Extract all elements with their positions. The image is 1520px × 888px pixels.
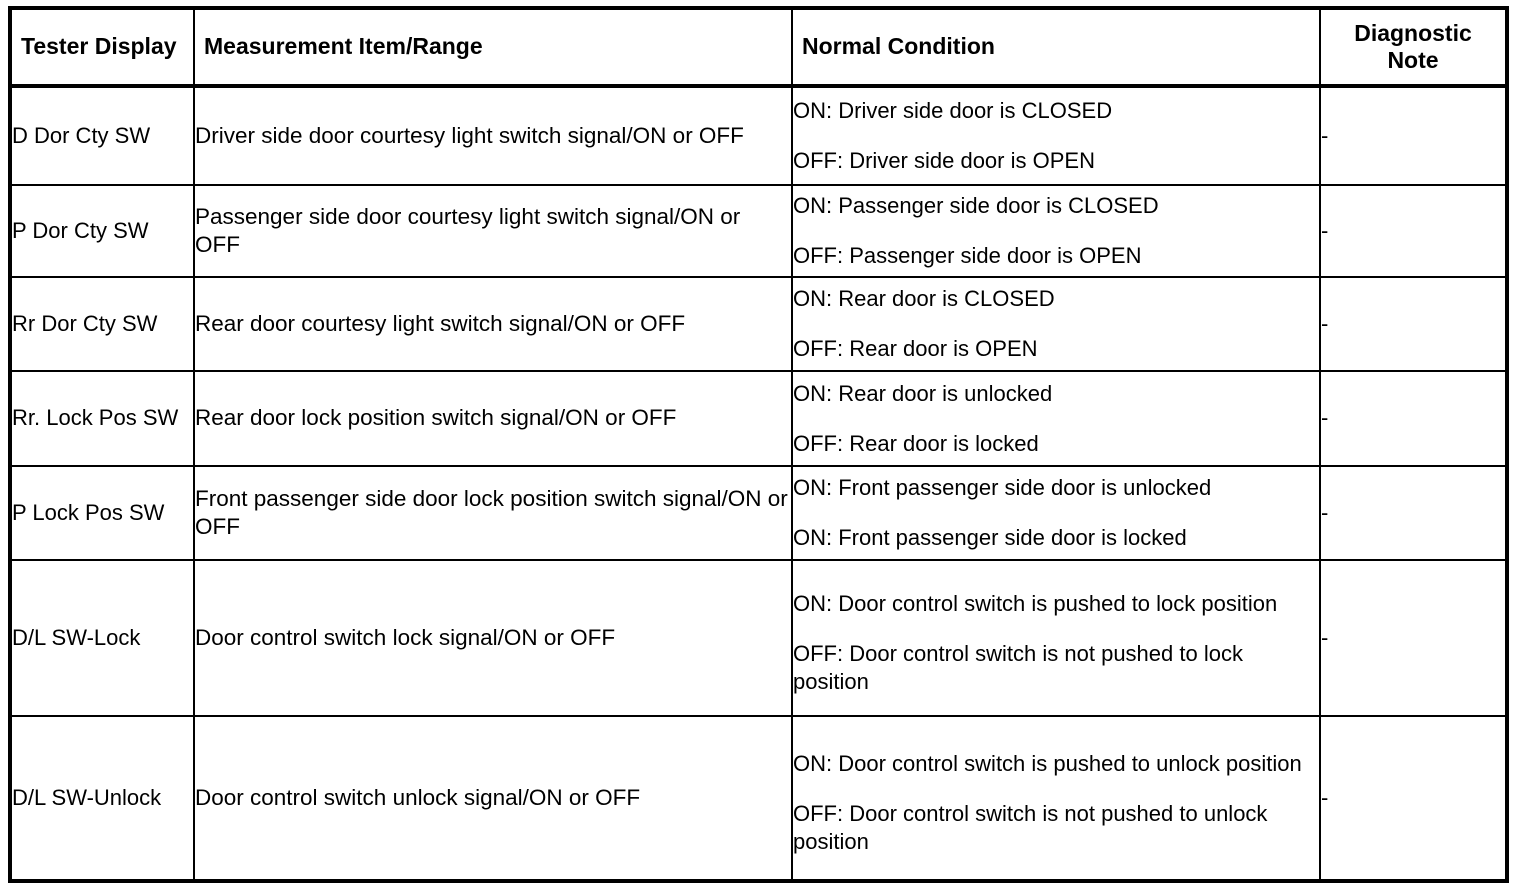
table-row: D/L SW-Lock Door control switch lock sig… bbox=[9, 559, 1508, 717]
cell-measurement-item: Driver side door courtesy light switch s… bbox=[193, 85, 793, 186]
normal-condition-line-off: OFF: Door control switch is not pushed t… bbox=[793, 641, 1243, 694]
normal-condition-line-on: ON: Rear door is CLOSED bbox=[793, 286, 1055, 312]
normal-condition-spacer bbox=[793, 618, 1319, 640]
cell-measurement-item: Rear door courtesy light switch signal/O… bbox=[193, 276, 793, 372]
cell-normal-condition: ON: Rear door is unlocked OFF: Rear door… bbox=[791, 370, 1321, 467]
normal-condition-line-off: OFF: Passenger side door is OPEN bbox=[793, 243, 1142, 268]
cell-normal-condition: ON: Rear door is CLOSED OFF: Rear door i… bbox=[791, 276, 1321, 372]
table-row: D Dor Cty SW Driver side door courtesy l… bbox=[9, 85, 1508, 186]
table-row: P Dor Cty SW Passenger side door courtes… bbox=[9, 184, 1508, 278]
cell-diagnostic-note: - bbox=[1319, 370, 1508, 467]
cell-measurement-item: Door control switch unlock signal/ON or … bbox=[193, 715, 793, 882]
cell-diagnostic-note: - bbox=[1319, 465, 1508, 561]
cell-tester-display: D Dor Cty SW bbox=[9, 85, 195, 186]
cell-measurement-item: Passenger side door courtesy light switc… bbox=[193, 184, 793, 278]
column-header-tester-display: Tester Display bbox=[9, 7, 195, 88]
table-body: D Dor Cty SW Driver side door courtesy l… bbox=[9, 85, 1508, 882]
column-header-measurement-item-range: Measurement Item/Range bbox=[193, 7, 793, 88]
normal-condition-spacer bbox=[793, 125, 1319, 147]
normal-condition-line-on: ON: Driver side door is CLOSED bbox=[793, 98, 1113, 124]
column-header-diagnostic-note: Diagnostic Note bbox=[1319, 7, 1508, 88]
cell-measurement-item: Door control switch lock signal/ON or OF… bbox=[193, 559, 793, 717]
table-row: D/L SW-Unlock Door control switch unlock… bbox=[9, 715, 1508, 882]
cell-normal-condition: ON: Door control switch is pushed to unl… bbox=[791, 715, 1321, 882]
normal-condition-line-off: OFF: Door control switch is not pushed t… bbox=[793, 801, 1268, 854]
normal-condition-line-on: ON: Passenger side door is CLOSED bbox=[793, 193, 1159, 219]
normal-condition-spacer bbox=[793, 408, 1319, 430]
normal-condition-spacer bbox=[793, 778, 1319, 800]
cell-diagnostic-note: - bbox=[1319, 715, 1508, 882]
table-row: P Lock Pos SW Front passenger side door … bbox=[9, 465, 1508, 561]
cell-normal-condition: ON: Door control switch is pushed to loc… bbox=[791, 559, 1321, 717]
normal-condition-line-on: ON: Rear door is unlocked bbox=[793, 380, 1053, 406]
tester-display-spec-table: Tester Display Measurement Item/Range No… bbox=[8, 6, 1509, 883]
cell-normal-condition: ON: Front passenger side door is unlocke… bbox=[791, 465, 1321, 561]
cell-diagnostic-note: - bbox=[1319, 85, 1508, 186]
normal-condition-line-on: ON: Door control switch is pushed to unl… bbox=[793, 751, 1302, 777]
cell-diagnostic-note: - bbox=[1319, 559, 1508, 717]
cell-tester-display: P Dor Cty SW bbox=[9, 184, 195, 278]
cell-normal-condition: ON: Passenger side door is CLOSED OFF: P… bbox=[791, 184, 1321, 278]
cell-tester-display: D/L SW-Unlock bbox=[9, 715, 195, 882]
column-header-normal-condition: Normal Condition bbox=[791, 7, 1321, 88]
cell-measurement-item: Rear door lock position switch signal/ON… bbox=[193, 370, 793, 467]
cell-tester-display: P Lock Pos SW bbox=[9, 465, 195, 561]
normal-condition-line-off: OFF: Driver side door is OPEN bbox=[793, 148, 1095, 173]
normal-condition-line-off: OFF: Rear door is locked bbox=[793, 430, 1039, 456]
normal-condition-line-on: ON: Door control switch is pushed to loc… bbox=[793, 591, 1278, 617]
cell-normal-condition: ON: Driver side door is CLOSED OFF: Driv… bbox=[791, 85, 1321, 186]
cell-diagnostic-note: - bbox=[1319, 276, 1508, 372]
normal-condition-spacer bbox=[793, 502, 1319, 524]
normal-condition-line-off: OFF: Rear door is OPEN bbox=[793, 336, 1038, 361]
cell-measurement-item: Front passenger side door lock position … bbox=[193, 465, 793, 561]
normal-condition-spacer bbox=[793, 313, 1319, 335]
cell-tester-display: Rr. Lock Pos SW bbox=[9, 370, 195, 467]
table-header: Tester Display Measurement Item/Range No… bbox=[9, 7, 1508, 88]
cell-tester-display: Rr Dor Cty SW bbox=[9, 276, 195, 372]
table-row: Rr. Lock Pos SW Rear door lock position … bbox=[9, 370, 1508, 467]
normal-condition-spacer bbox=[793, 220, 1319, 242]
table-row: Rr Dor Cty SW Rear door courtesy light s… bbox=[9, 276, 1508, 372]
header-row: Tester Display Measurement Item/Range No… bbox=[9, 7, 1508, 88]
cell-diagnostic-note: - bbox=[1319, 184, 1508, 278]
normal-condition-line-on: ON: Front passenger side door is unlocke… bbox=[793, 475, 1212, 501]
cell-tester-display: D/L SW-Lock bbox=[9, 559, 195, 717]
normal-condition-line-off: ON: Front passenger side door is locked bbox=[793, 525, 1187, 550]
